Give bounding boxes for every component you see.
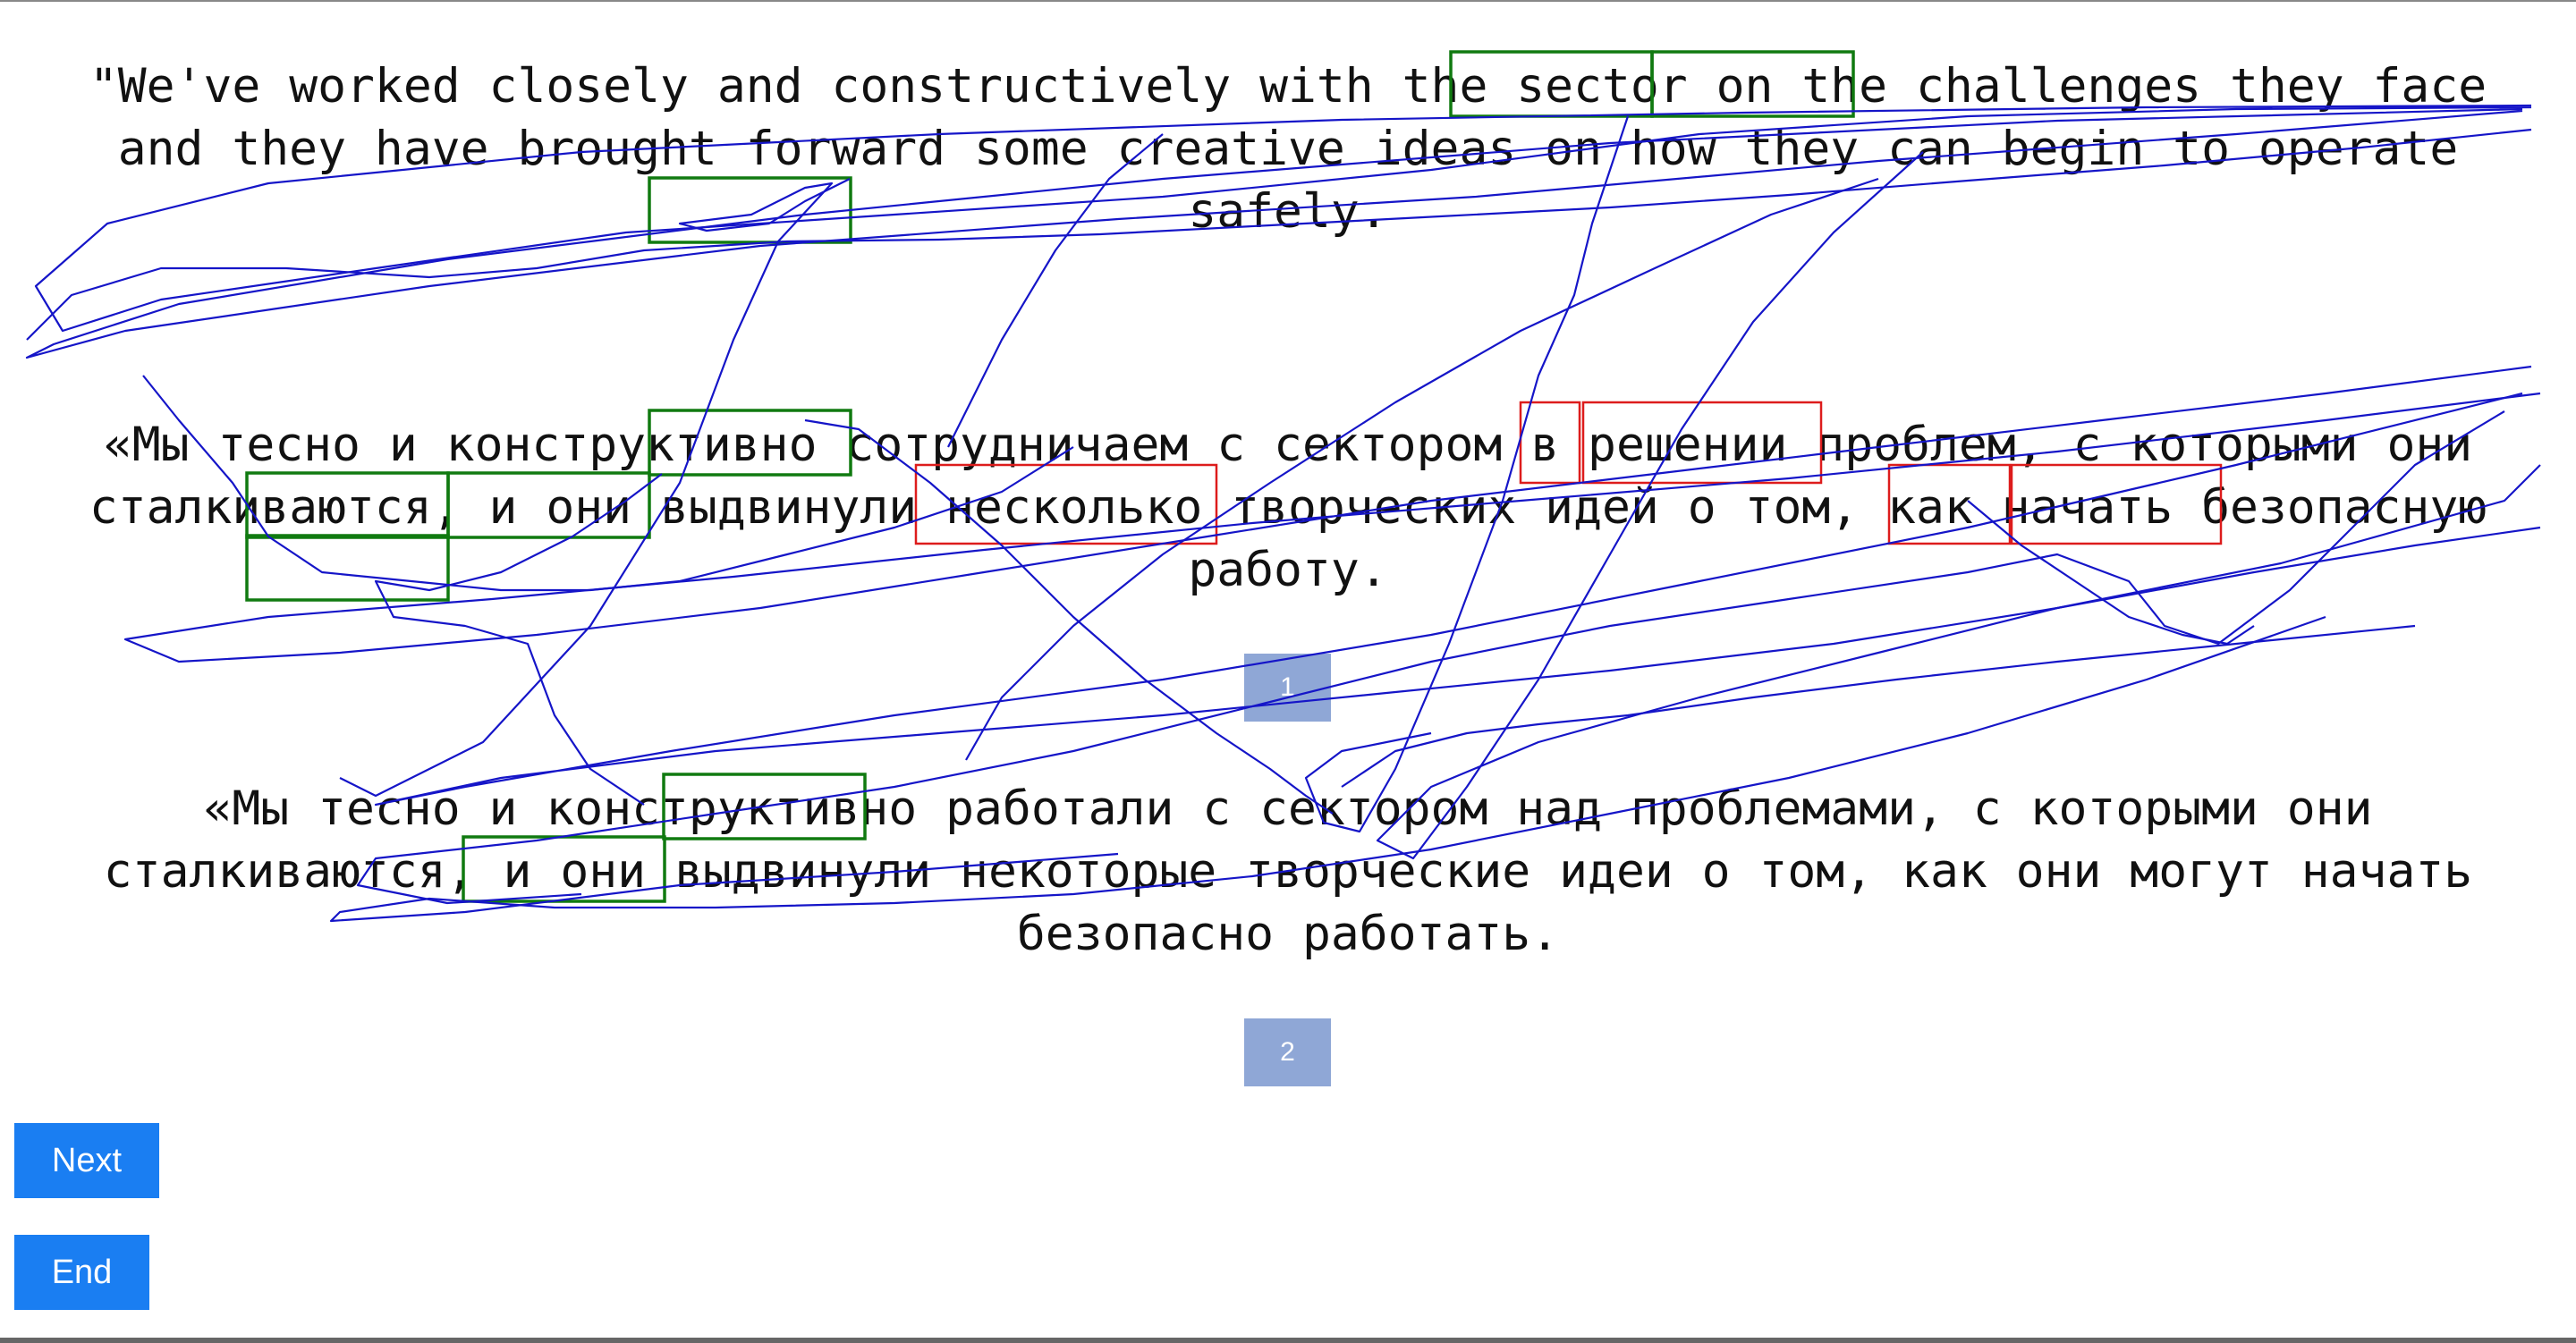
gaze-path	[1341, 624, 2416, 788]
next-button[interactable]: Next	[14, 1123, 159, 1198]
top-border	[0, 0, 2576, 2]
translation-2-sentence: «Мы тесно и конструктивно работали с сек…	[103, 781, 2473, 961]
translation-1-sentence: «Мы тесно и конструктивно сотрудничаем с…	[89, 418, 2487, 597]
end-button[interactable]: End	[14, 1235, 149, 1310]
translation-1-badge[interactable]: 1	[1244, 654, 1331, 722]
source-sentence: "We've worked closely and constructively…	[89, 59, 2487, 239]
bottom-border	[0, 1338, 2576, 1343]
translation-2-badge[interactable]: 2	[1244, 1018, 1331, 1086]
